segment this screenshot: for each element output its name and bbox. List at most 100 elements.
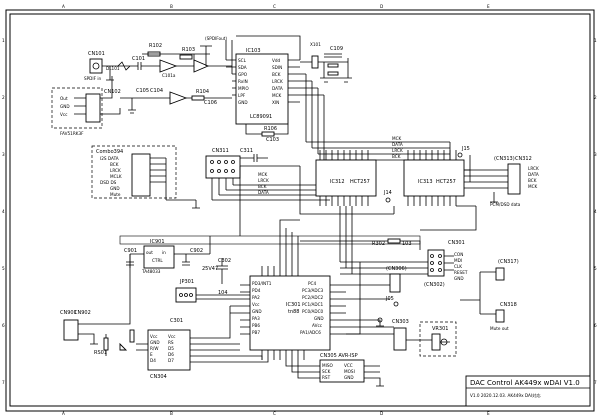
cn305-connector xyxy=(319,359,365,383)
label-gnd: GND xyxy=(60,104,70,109)
label-ic301: IC301 xyxy=(286,302,301,308)
amp-triangle-1 xyxy=(159,59,178,73)
label-c109: C109 xyxy=(330,46,343,52)
label-cn305: CN305 AVR-ISP xyxy=(320,353,358,359)
label-cn303: CN303 xyxy=(392,319,409,325)
label-tn88: tn88 xyxy=(288,309,300,315)
rs01-resistor xyxy=(103,337,109,351)
j14-jumper xyxy=(385,197,391,203)
r103-resistor xyxy=(179,54,193,60)
x101-crystal xyxy=(311,55,319,69)
label-rs01: RS01 xyxy=(94,350,107,356)
grid-row-2-right: 2 xyxy=(594,95,597,100)
label-jp301: JP301 xyxy=(179,279,194,285)
label-rst: RST xyxy=(322,375,331,380)
label-pcm-dsd: PCM/DSD data xyxy=(490,202,521,207)
svg-text:GND: GND xyxy=(238,100,248,105)
grid-row-6-right: 6 xyxy=(594,323,597,328)
svg-text:PC1/ADC1: PC1/ADC1 xyxy=(302,302,324,307)
label-ic103: IC103 xyxy=(246,48,261,54)
j05-jumper xyxy=(393,301,399,307)
svg-text:LRCK: LRCK xyxy=(258,178,269,183)
ic301-microcontroller: PD3/INT1 PD4 PA2 Vcc GND PA3 PB6 PB7 PC4… xyxy=(196,262,384,360)
interconnect-wires xyxy=(209,166,477,274)
svg-text:PB6: PB6 xyxy=(252,323,260,328)
label-cn306: (CN306) xyxy=(386,266,407,272)
label-dsd-ds: DSD DS xyxy=(100,180,117,185)
label-j15: J15 xyxy=(461,146,470,152)
svg-text:Vdd: Vdd xyxy=(272,58,281,63)
label-dl101: DL101 xyxy=(106,66,120,71)
c302-capacitor: 25V47 C302 104 xyxy=(202,258,231,296)
label-c901: C901 xyxy=(124,248,137,254)
cn303-section: CN303 xyxy=(346,319,409,351)
label-cn301: CN301 xyxy=(448,240,465,246)
svg-text:MCK: MCK xyxy=(258,172,268,177)
label-j14: J14 xyxy=(383,190,392,196)
label-miso: MISO xyxy=(322,363,334,368)
label-c902: C902 xyxy=(190,248,203,254)
grid-col-d: D xyxy=(380,4,383,9)
label-mute-out: Mute out xyxy=(490,326,509,331)
grid-row-4-right: 4 xyxy=(594,209,597,214)
cn311-section: CN311 C311 MCK LRCK BCK DATA xyxy=(192,148,330,209)
grid-col-c: C xyxy=(273,4,276,9)
cn312-connector xyxy=(507,163,521,195)
svg-text:DATA: DATA xyxy=(528,172,539,177)
label-c101a: C101a xyxy=(162,73,176,78)
ic313-body xyxy=(403,159,465,197)
cn305-avr-isp: CN305 AVR-ISP MISO SCK RST VCC MOSI GND xyxy=(285,353,384,387)
vr301-outline xyxy=(419,321,457,357)
grid-col-c-bottom: C xyxy=(273,411,276,416)
grid-col-e-bottom: E xyxy=(487,411,490,416)
svg-text:MPIO: MPIO xyxy=(238,86,249,91)
grid-row-7-right: 7 xyxy=(594,380,597,385)
label-c101: C101 xyxy=(132,56,145,62)
label-c103: C103 xyxy=(266,137,279,143)
cn317-connector xyxy=(495,267,505,281)
label-cn101: CN101 xyxy=(88,51,105,57)
label-con: CON xyxy=(454,252,463,257)
label-spdif-in: SPDIF in xyxy=(84,76,102,81)
label-combo: Combo394 xyxy=(96,149,123,155)
label-reset: RESET xyxy=(454,270,468,275)
jp301-header xyxy=(175,287,197,303)
svg-text:GPO: GPO xyxy=(238,72,248,77)
svg-text:D6: D6 xyxy=(168,352,174,357)
label-vcc2: VCC xyxy=(344,363,353,368)
svg-text:RS: RS xyxy=(168,340,174,345)
label-hct257a: HCT257 xyxy=(350,179,370,185)
label-gnd2: GND xyxy=(344,375,354,380)
jp301-jumper: JP301 xyxy=(175,279,250,303)
label-mdi: MDI xyxy=(454,258,462,263)
ic103-lc89091: IC103 SCL SDA GPO RxIN MPIO LPF GND Vdd … xyxy=(225,35,324,143)
vr301-body xyxy=(431,333,441,351)
combo394-outline xyxy=(91,145,177,199)
grid-row-2: 2 xyxy=(2,95,5,100)
ic312-hct257: IC312 HCT257 J14 xyxy=(299,150,394,215)
grid-col-b: B xyxy=(170,4,173,9)
ic901-regulator: IC901 out in CTRL TA48033 C902 C901 xyxy=(119,235,421,274)
revision-note: V1.0 2020.12.03. AK449x DAI対応 xyxy=(470,392,541,399)
label-out: Out xyxy=(60,96,68,101)
r302-resistor xyxy=(387,238,401,244)
label-hct257b: HCT257 xyxy=(436,179,456,185)
pcm-dsd-output-connector: (CN313) CN312 LRCK DATA BCK MCK PCM/DSD … xyxy=(490,156,539,207)
grid-row-3-right: 3 xyxy=(594,152,597,157)
svg-text:E: E xyxy=(150,352,153,357)
svg-text:GND: GND xyxy=(252,309,262,314)
title-text: DAC Control AK449x wDAI V1.0 xyxy=(470,379,580,387)
label-mck: MCK xyxy=(392,136,402,141)
vr301-section: VR301 xyxy=(406,321,457,357)
label-c311: C311 xyxy=(240,148,253,154)
label-ic901: IC901 xyxy=(150,239,165,245)
grid-row-7: 7 xyxy=(2,380,5,385)
ic103-body xyxy=(235,53,289,125)
cn101-connector xyxy=(89,58,103,74)
ic313-hct257: IC313 HCT257 xyxy=(393,150,494,214)
svg-text:LRCK: LRCK xyxy=(110,168,121,173)
label-vcc: Vcc xyxy=(60,112,68,117)
label-data: DATA xyxy=(392,142,403,147)
svg-text:SCL: SCL xyxy=(238,58,247,63)
combo394-module: Combo394 I2S DATA BCK LRCK MCLK DSD DS G… xyxy=(91,145,196,201)
